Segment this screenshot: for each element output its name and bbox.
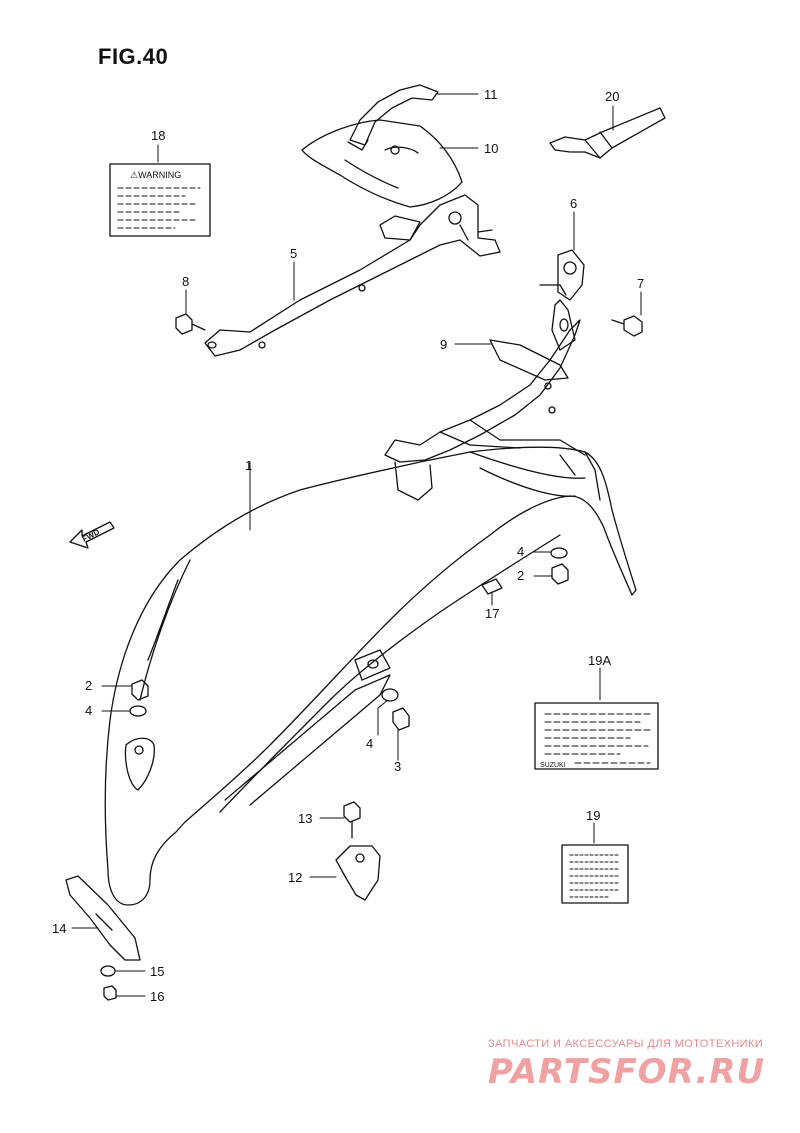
callout-3: 3 — [394, 759, 401, 774]
callout-9: 9 — [440, 337, 447, 352]
seat-cushion-part — [301, 119, 463, 208]
washer-4-mid — [381, 688, 399, 702]
callout-10: 10 — [484, 141, 498, 156]
callout-2b: 2 — [517, 568, 524, 583]
stay-part — [539, 249, 585, 351]
bolt-3 — [392, 707, 410, 731]
bolt-2-left — [131, 679, 149, 701]
tag-17 — [481, 578, 503, 595]
callout-15: 15 — [150, 964, 164, 979]
flap-bracket-14 — [65, 875, 141, 961]
bolt-13 — [343, 801, 361, 839]
callout-16: 16 — [150, 989, 164, 1004]
callout-8: 8 — [182, 274, 189, 289]
callout-19a: 19A — [588, 653, 611, 668]
leader-lines — [71, 93, 642, 997]
washer-4-left — [129, 705, 147, 717]
callout-12: 12 — [288, 870, 302, 885]
figure-title: FIG.40 — [98, 44, 169, 69]
callout-17: 17 — [485, 606, 499, 621]
bolt-7 — [611, 315, 643, 337]
callout-5: 5 — [290, 246, 297, 261]
clamp-12 — [335, 845, 381, 901]
spanner-tool-part — [549, 107, 666, 159]
callout-14: 14 — [52, 921, 66, 936]
callout-4b: 4 — [517, 544, 524, 559]
warning-label-title: ⚠WARNING — [130, 170, 181, 180]
rail-part — [204, 194, 501, 357]
callout-4a: 4 — [85, 703, 92, 718]
callout-1: 1 — [245, 458, 252, 473]
strap-part — [347, 84, 439, 151]
callout-2a: 2 — [85, 678, 92, 693]
callout-13: 13 — [298, 811, 312, 826]
callout-numbers: 1 2 2 3 4 4 4 5 6 7 8 9 10 11 12 13 14 1… — [52, 87, 644, 1004]
callout-18: 18 — [151, 128, 165, 143]
callout-20: 20 — [605, 89, 619, 104]
watermark-logo: PARTSFOR.RU — [488, 1052, 766, 1092]
watermark-subtitle: ЗАПЧАСТИ И АКСЕССУАРЫ ДЛЯ МОТОТЕХНИКИ — [488, 1038, 764, 1050]
fwd-arrow-icon: FWD — [69, 521, 115, 549]
warning-label-18: ⚠WARNING — [109, 163, 211, 237]
callout-19: 19 — [586, 808, 600, 823]
rear-fender-part — [104, 446, 637, 906]
bolt-8 — [175, 313, 206, 335]
nut-15 — [100, 965, 116, 977]
rear-frame-bracket-part — [384, 319, 586, 501]
callout-11: 11 — [484, 87, 498, 102]
info-label-19 — [561, 844, 629, 904]
suzuki-brand-text: SUZUKI — [540, 762, 566, 769]
washer-4-right — [550, 547, 568, 559]
callout-7: 7 — [637, 276, 644, 291]
bolt-2-right — [551, 563, 569, 585]
screw-16 — [103, 985, 117, 1001]
callout-4c: 4 — [366, 736, 373, 751]
caution-label-19a: SUZUKI — [534, 702, 659, 770]
callout-6: 6 — [570, 196, 577, 211]
